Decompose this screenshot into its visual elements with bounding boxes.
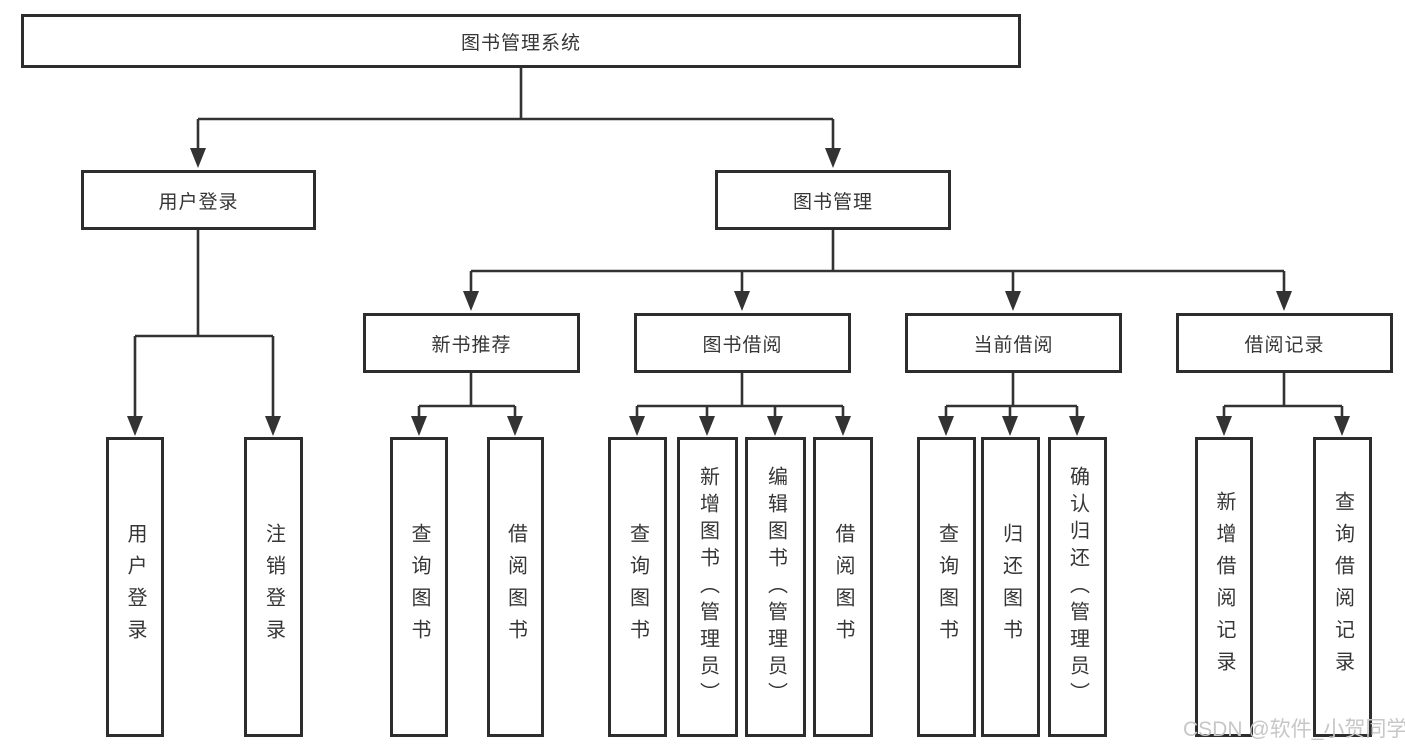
node-label: 确认归还（管理员）	[1066, 465, 1089, 709]
node-add-borrow-record: 新增借阅记录	[1195, 437, 1253, 737]
node-query-books-current: 查询图书	[917, 437, 976, 737]
edge-new-book-recommend-to-leaves	[411, 373, 523, 436]
node-query-borrow-record: 查询借阅记录	[1313, 437, 1372, 737]
node-label: 编辑图书（管理员）	[764, 465, 787, 709]
node-label: 用户登录	[124, 523, 146, 651]
node-new-book-recommend: 新书推荐	[363, 313, 580, 373]
node-confirm-return-admin: 确认归还（管理员）	[1048, 437, 1107, 737]
node-label: 查询图书	[408, 523, 430, 651]
node-library-management-system: 图书管理系统	[21, 14, 1021, 68]
edge-user-login-to-leaves	[127, 230, 281, 436]
edge-book-borrow-to-leaves	[629, 373, 851, 436]
node-add-books-admin: 新增图书（管理员）	[677, 437, 738, 737]
node-borrow-books-recommend: 借阅图书	[487, 437, 544, 737]
node-label: 用户登录	[158, 191, 239, 213]
edge-borrow-records-to-leaves	[1216, 373, 1350, 436]
node-logout-login: 注销登录	[244, 437, 303, 737]
node-query-books-recommend: 查询图书	[390, 437, 448, 737]
node-label: 图书管理系统	[460, 32, 581, 54]
node-label: 归还图书	[999, 523, 1022, 651]
node-edit-books-admin: 编辑图书（管理员）	[745, 437, 806, 737]
node-label: 当前借阅	[973, 334, 1054, 356]
node-label: 查询借阅记录	[1331, 491, 1354, 683]
node-borrow-books: 借阅图书	[813, 437, 873, 737]
node-label: 图书管理	[792, 191, 873, 213]
node-user-login-leaf: 用户登录	[106, 437, 164, 737]
node-label: 查询图书	[626, 523, 649, 651]
node-return-books: 归还图书	[981, 437, 1040, 737]
csdn-watermark: CSDN @软件_小贺同学	[1183, 718, 1405, 741]
node-label: 借阅记录	[1244, 334, 1325, 356]
node-label: 查询图书	[935, 523, 958, 651]
node-label: 新书推荐	[431, 334, 512, 356]
node-borrow-records: 借阅记录	[1176, 313, 1393, 373]
edge-root-to-level2	[190, 68, 841, 168]
node-label: 注销登录	[262, 523, 285, 651]
node-label: 借阅图书	[832, 523, 854, 651]
node-user-login: 用户登录	[81, 170, 316, 230]
node-book-borrow: 图书借阅	[634, 313, 851, 373]
node-label: 图书借阅	[702, 334, 783, 356]
node-label: 新增借阅记录	[1213, 491, 1235, 683]
edge-current-borrow-to-leaves	[938, 373, 1085, 436]
edge-book-management-to-level3	[463, 230, 1292, 311]
node-label: 新增图书（管理员）	[696, 465, 719, 709]
node-query-books-borrow: 查询图书	[608, 437, 667, 737]
node-current-borrow: 当前借阅	[905, 313, 1122, 373]
node-label: 借阅图书	[504, 523, 527, 651]
node-book-management: 图书管理	[715, 170, 951, 230]
